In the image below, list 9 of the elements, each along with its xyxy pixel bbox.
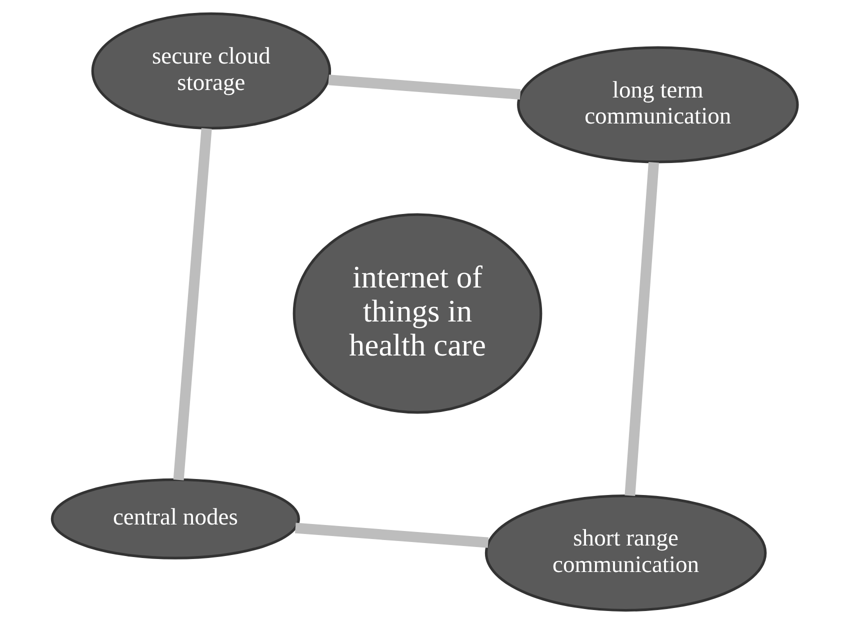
connector <box>624 162 659 496</box>
node-ellipse: central nodes <box>50 478 300 560</box>
node-ellipse: short range communication <box>484 494 767 612</box>
node-ellipse: secure cloud storage <box>91 12 332 130</box>
connector <box>295 522 489 548</box>
connector <box>328 74 521 100</box>
connector <box>173 128 212 480</box>
node-ellipse: long term communication <box>517 46 799 164</box>
node-ellipse: internet of things in health care <box>292 213 542 414</box>
